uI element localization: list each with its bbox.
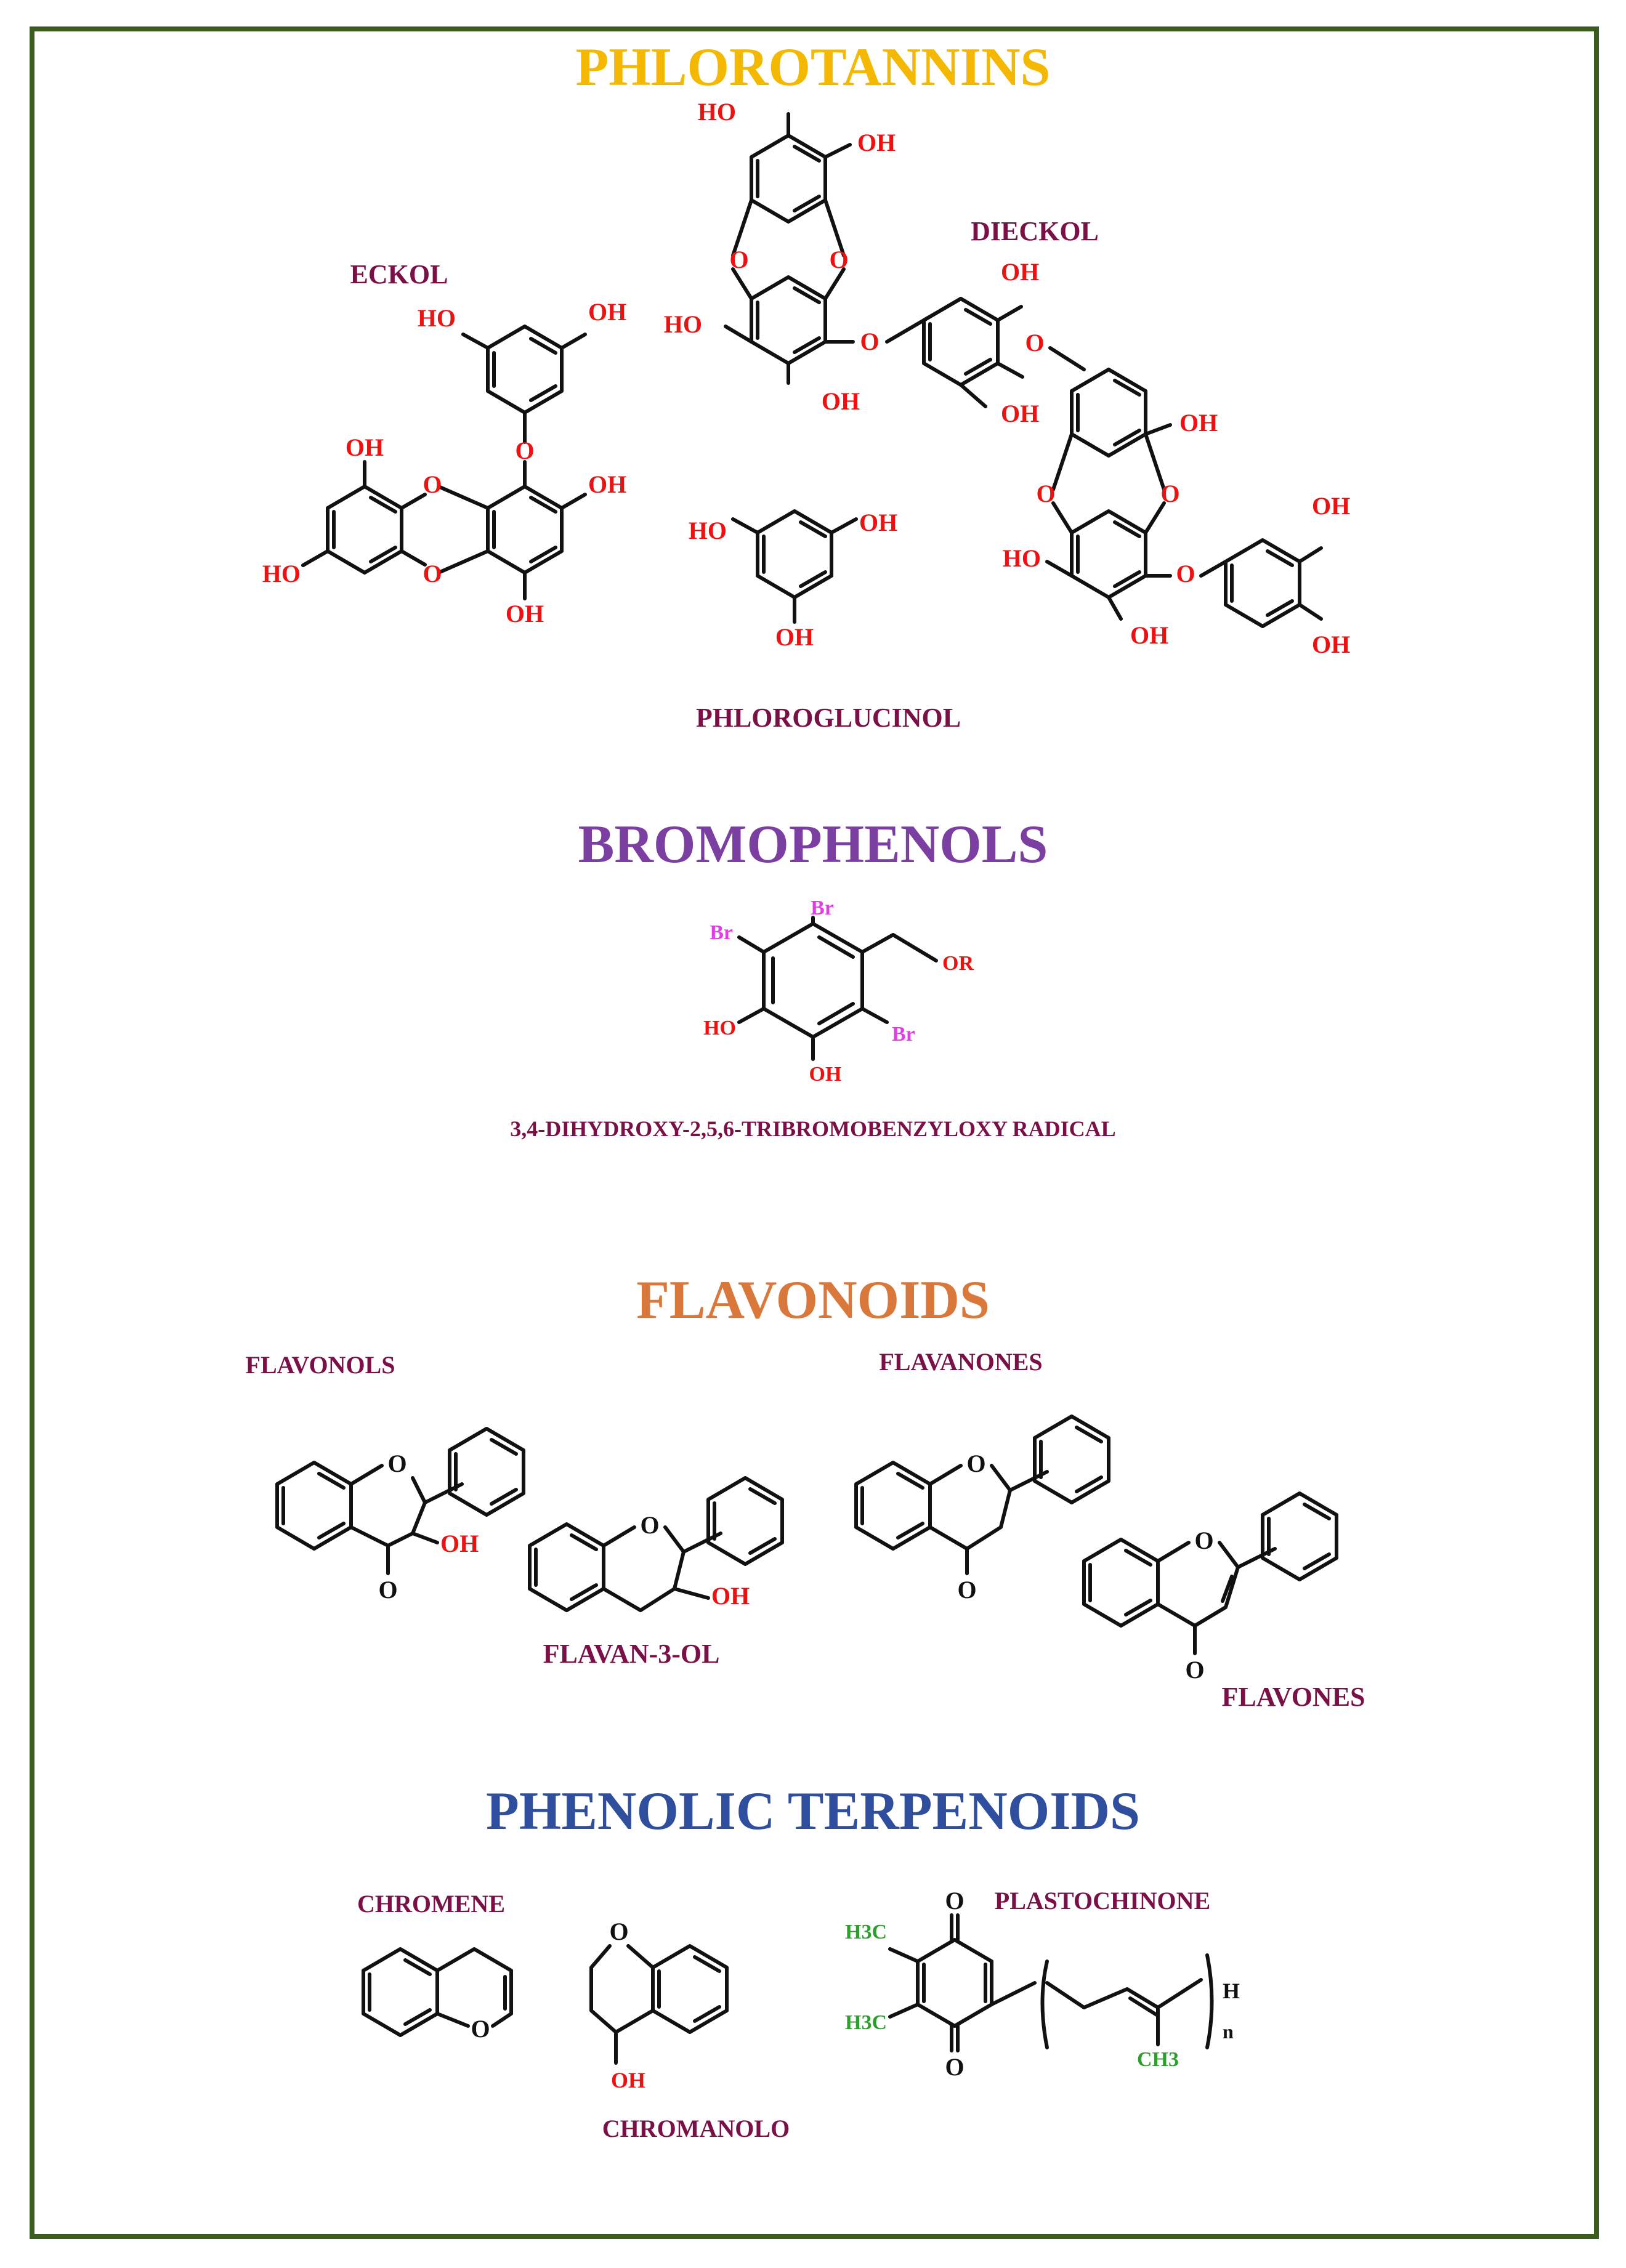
eckol-oh-left-top: OH [346, 434, 384, 461]
eckol-dioxin-o-bottom: O [423, 560, 442, 587]
methyl-h3c-top: H3C [845, 1921, 887, 1943]
bromophenol-structure: Br Br Br OR HO OH 3,4-DIHYDROXY-2,5,6-TR… [510, 897, 1115, 1141]
phloroglucinol-ho: HO [689, 517, 727, 544]
plastochinone-o-bottom: O [945, 2053, 964, 2081]
dieckol-o-bridge-2: O [1025, 329, 1044, 357]
bromine-left: Br [710, 921, 733, 944]
eckol-oh-top-right: OH [588, 298, 626, 326]
dieckol-oh-lower: OH [1130, 621, 1168, 649]
or-group: OR [942, 952, 974, 975]
dieckol-ho-left: HO [664, 310, 702, 338]
methyl-ch3-chain: CH3 [1137, 2048, 1179, 2071]
plastochinone-structure: PLASTOCHINONE O O H3C H3C CH3 H n [845, 1887, 1240, 2081]
flavones-structure: O O FLAVONES [1082, 1491, 1365, 1712]
flavan3ol-oh: OH [711, 1582, 750, 1610]
dieckol-oh-mid-bottom: OH [1001, 400, 1039, 427]
flavonol-ring-o: O [387, 1450, 407, 1477]
dieckol-o-3: O [1036, 480, 1055, 507]
eckol-oh-right: OH [588, 470, 626, 498]
phloroglucinol-oh-bottom: OH [775, 623, 814, 651]
flavonols-structure: FLAVONOLS O O OH [246, 1351, 525, 1604]
dieckol-o-bridge-1: O [860, 328, 879, 355]
dieckol-o-bridge-3: O [1176, 560, 1195, 587]
eckol-ether-o: O [515, 437, 534, 464]
flavanone-keto-o: O [957, 1576, 976, 1604]
dieckol-oh-terminal-bottom: OH [1312, 631, 1350, 658]
phloroglucinol-oh-right: OH [859, 509, 897, 536]
chromanol-ring-o: O [609, 1918, 628, 1945]
dieckol-oh-terminal-top: OH [1312, 492, 1350, 520]
phenolic-terpenoids-header: PHENOLIC TERPENOIDS [486, 1782, 1140, 1841]
bromophenol-name: 3,4-DIHYDROXY-2,5,6-TRIBROMOBENZYLOXY RA… [510, 1116, 1115, 1141]
phloroglucinol-structure: HO OH OH PHLOROGLUCINOL [689, 509, 961, 733]
chromene-structure: CHROMENE O [357, 1890, 513, 2043]
chromanolo-name: CHROMANOLO [602, 2115, 790, 2142]
plastochinone-o-top: O [945, 1887, 964, 1915]
dieckol-ho-lower-left: HO [1003, 544, 1041, 572]
plastochinone-name: PLASTOCHINONE [995, 1887, 1210, 1915]
flavonol-keto-o: O [378, 1576, 397, 1604]
flavanone-ring-o: O [966, 1450, 985, 1477]
chromanol-oh: OH [611, 2068, 645, 2092]
flavan3ol-ring-o: O [640, 1511, 659, 1539]
chromene-o: O [471, 2015, 490, 2043]
dieckol-structure: DIECKOL HO OH O O HO OH O OH O OH OH O [664, 98, 1350, 658]
eckol-structure: ECKOL HO OH O O O OH OH OH HO [262, 259, 626, 628]
flavone-keto-o: O [1185, 1656, 1204, 1684]
flavonoids-header: FLAVONOIDS [636, 1270, 990, 1330]
repeat-n: n [1223, 2020, 1234, 2043]
dieckol-oh-right: OH [1179, 409, 1218, 437]
dieckol-oh-top-right: OH [857, 129, 896, 156]
bromophenol-ho: HO [703, 1017, 736, 1039]
flavonols-name: FLAVONOLS [246, 1351, 395, 1379]
bromine-top: Br [811, 897, 834, 919]
dieckol-o-1: O [729, 246, 748, 273]
bromophenol-oh: OH [809, 1063, 842, 1086]
eckol-dioxin-o-top: O [423, 470, 442, 498]
dieckol-o-4: O [1160, 480, 1179, 507]
eckol-ho-left: HO [262, 560, 301, 587]
flavones-name: FLAVONES [1221, 1682, 1365, 1712]
dieckol-oh-mid-top: OH [1001, 258, 1039, 286]
dieckol-name: DIECKOL [971, 216, 1099, 246]
methyl-h3c-bottom: H3C [845, 2011, 887, 2034]
chain-terminal-h: H [1223, 1979, 1240, 2003]
flavanones-name: FLAVANONES [879, 1348, 1042, 1376]
bromine-right: Br [892, 1023, 915, 1046]
eckol-oh-bottom: OH [506, 600, 544, 628]
flavonol-oh: OH [440, 1530, 479, 1557]
phlorotannins-header: PHLOROTANNINS [576, 38, 1051, 97]
bromophenols-header: BROMOPHENOLS [578, 815, 1048, 874]
eckol-name: ECKOL [350, 259, 448, 289]
phloroglucinol-name: PHLOROGLUCINOL [696, 703, 961, 733]
chromene-name: CHROMENE [357, 1890, 505, 1918]
flavan3ol-name: FLAVAN-3-OL [543, 1639, 720, 1669]
chromanolo-structure: O OH CHROMANOLO [589, 1918, 790, 2142]
dieckol-o-2: O [829, 246, 848, 273]
flavan3ol-structure: O OH FLAVAN-3-OL [528, 1476, 784, 1669]
figure-border [30, 26, 1599, 2239]
dieckol-ho-top: HO [698, 98, 736, 126]
flavone-ring-o: O [1194, 1527, 1213, 1554]
dieckol-oh-low: OH [822, 387, 860, 415]
eckol-ho-top-left: HO [418, 304, 456, 332]
flavanones-structure: FLAVANONES O O [854, 1348, 1110, 1604]
